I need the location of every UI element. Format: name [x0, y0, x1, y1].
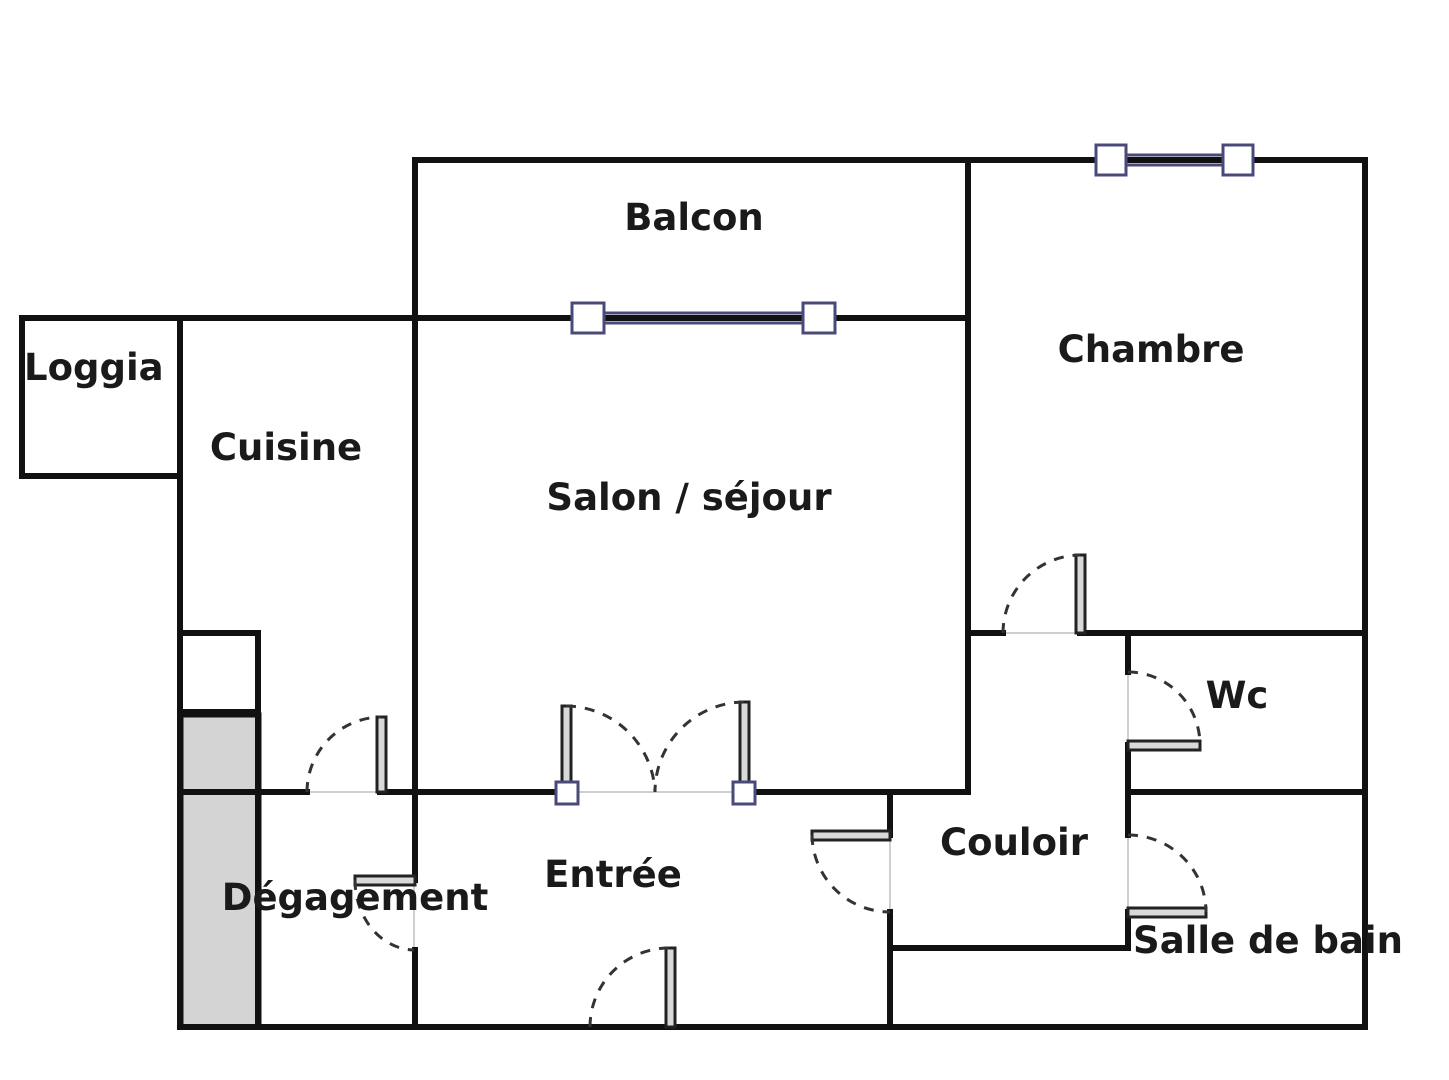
window-chambre-right [1221, 143, 1255, 177]
door-salle-de-bain [1126, 906, 1208, 919]
label-chambre: Chambre [1058, 328, 1245, 371]
window-salon-left [570, 301, 606, 335]
shaded-storage [178, 712, 262, 1030]
label-cuisine: Cuisine [210, 426, 362, 469]
door-chambre [1074, 553, 1087, 635]
label-loggia: Loggia [24, 346, 164, 389]
label-salon: Salon / séjour [546, 476, 832, 519]
door-cuisine [375, 715, 388, 794]
window-salon-right [801, 301, 837, 335]
label-degagement: Dégagement [222, 876, 489, 919]
label-salle-de-bain: Salle de bain [1133, 919, 1403, 962]
doors [305, 553, 1208, 1029]
label-entree: Entrée [544, 853, 682, 896]
door-wc [1126, 739, 1202, 752]
door-salon-right [738, 700, 751, 794]
label-wc: Wc [1206, 674, 1269, 717]
door-entree [664, 946, 677, 1029]
room-labels: Balcon Chambre Loggia Cuisine Salon / sé… [24, 196, 1403, 962]
windows [570, 143, 1255, 335]
door-couloir [810, 829, 892, 842]
window-chambre-left [1094, 143, 1128, 177]
door-salon-left [560, 704, 573, 794]
label-balcon: Balcon [624, 196, 764, 239]
label-couloir: Couloir [940, 821, 1089, 864]
walls [19, 157, 1368, 1030]
